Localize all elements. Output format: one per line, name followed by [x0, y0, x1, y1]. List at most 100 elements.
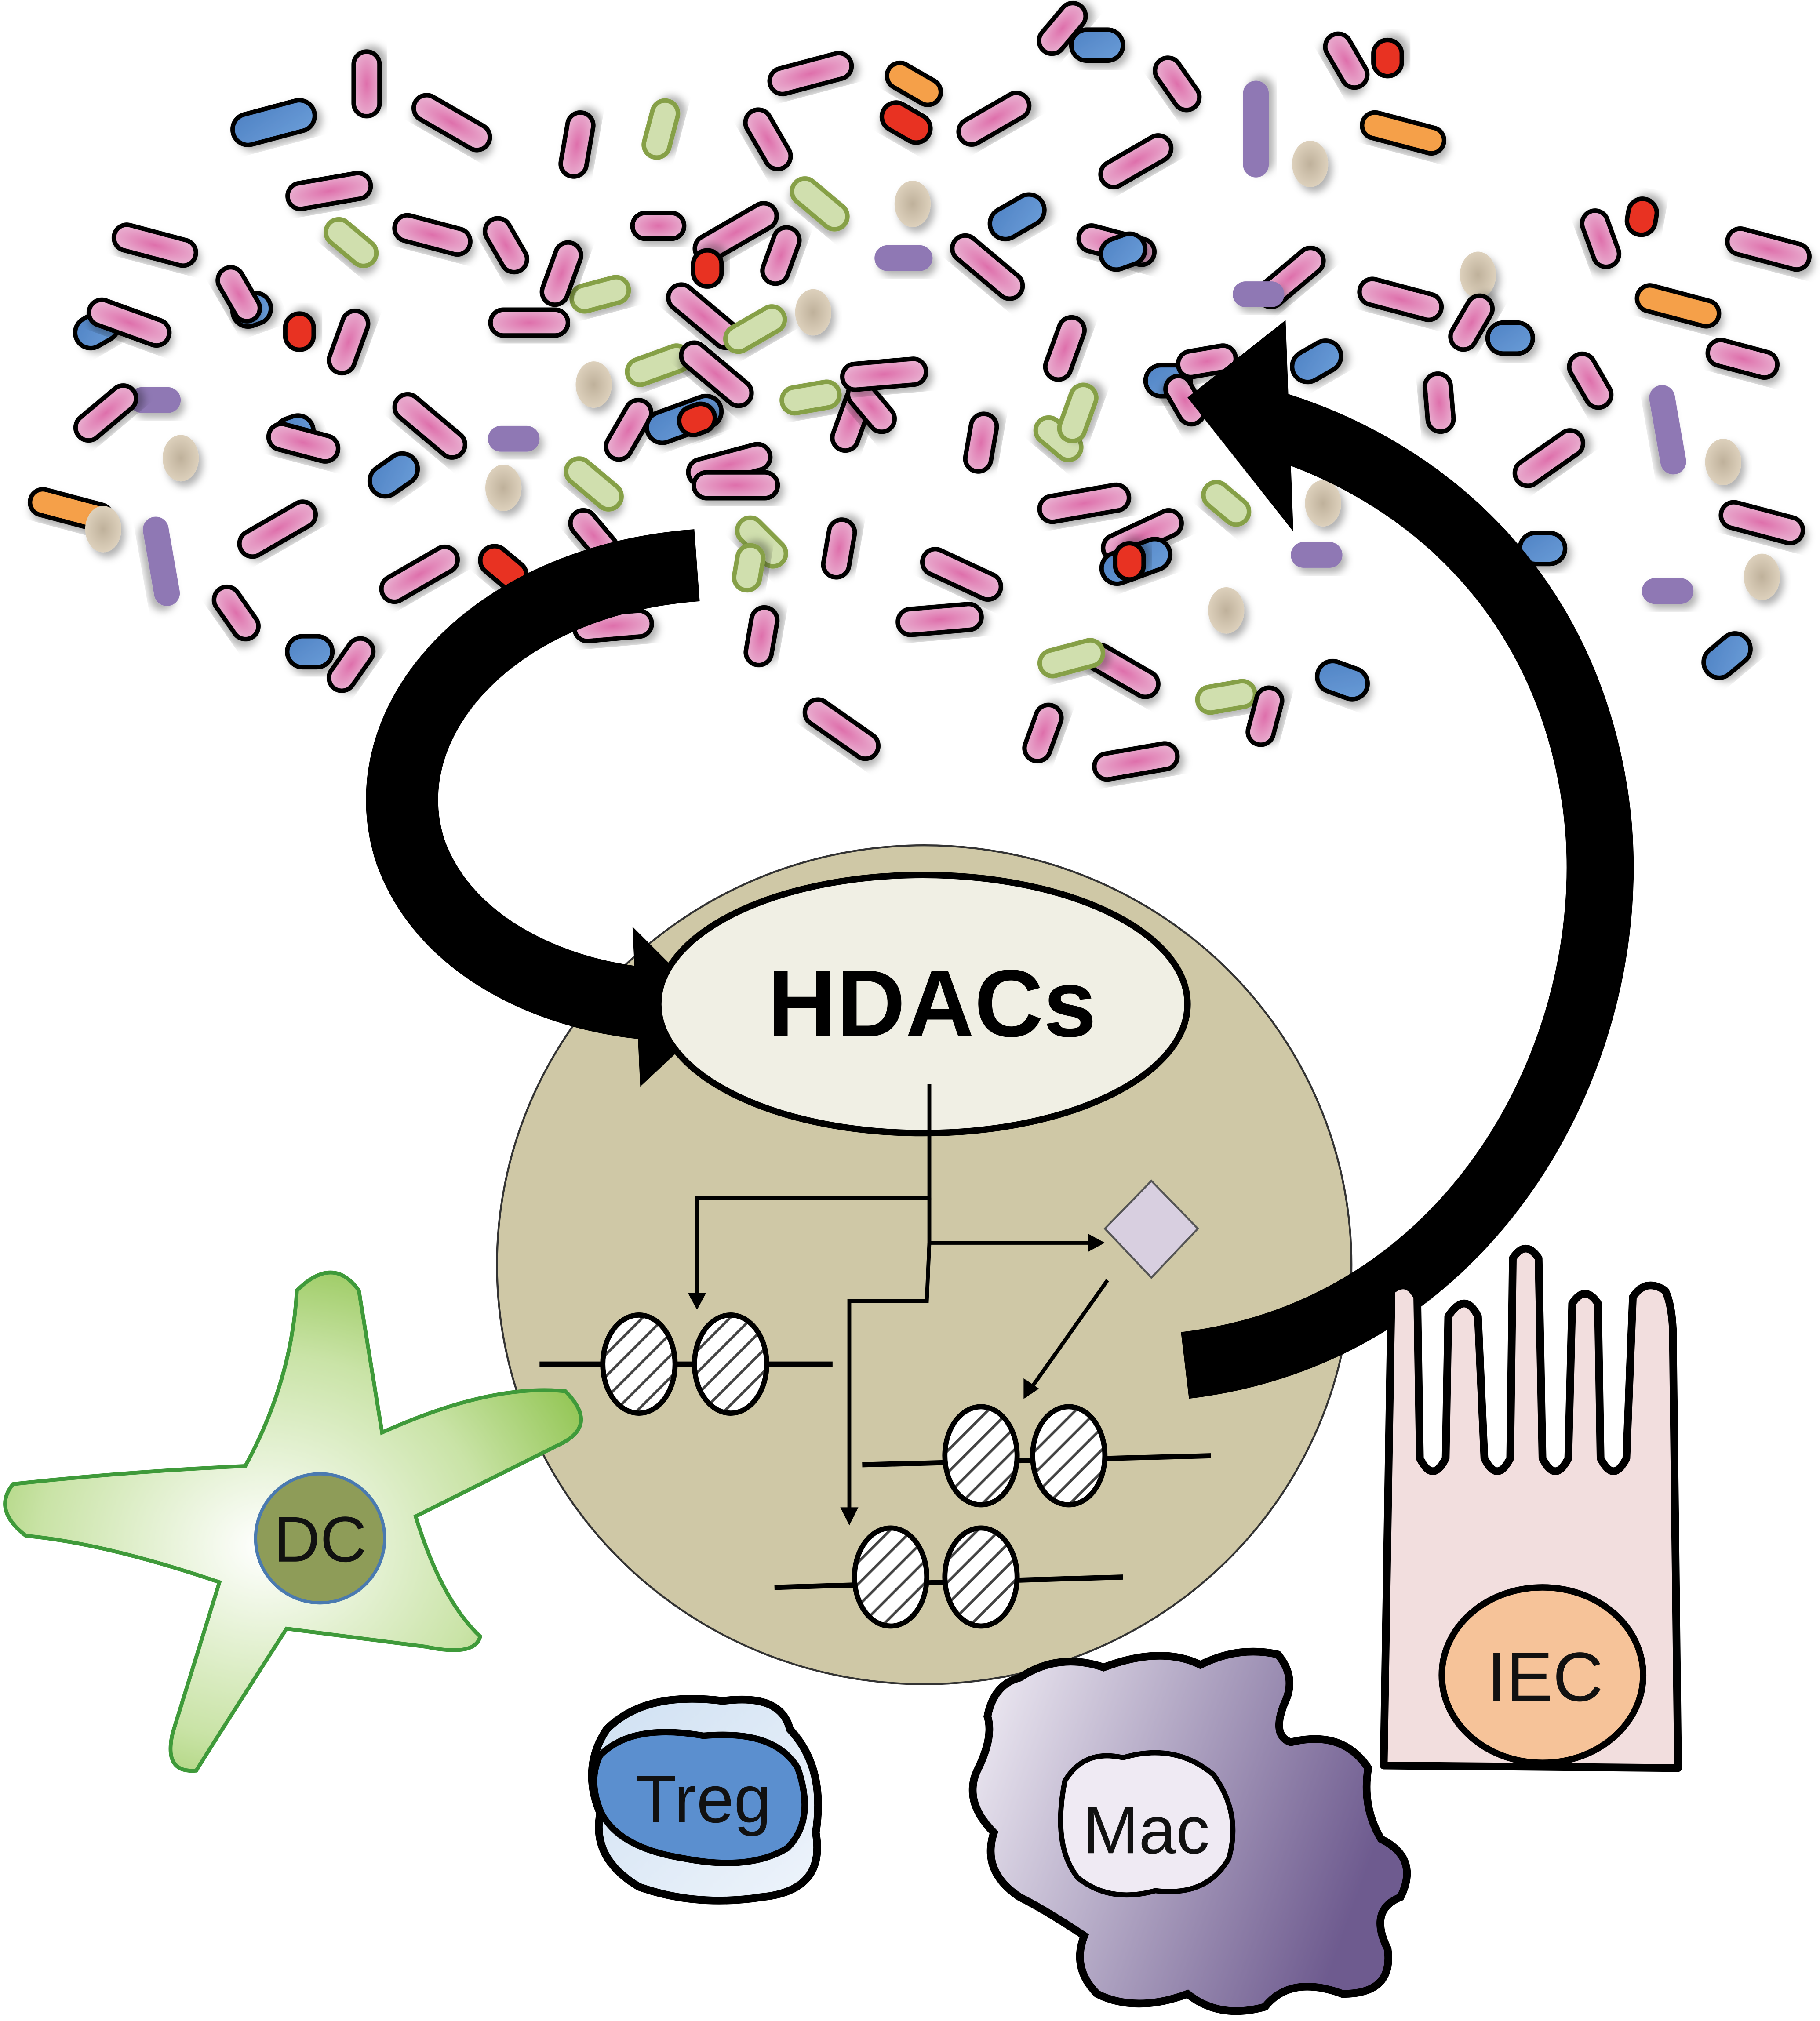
- violet-rod-bacterium: [1243, 80, 1269, 178]
- blue-rod-bacterium: [367, 451, 420, 499]
- pink-rod-bacterium: [327, 309, 371, 375]
- tan-coccus-bacterium: [894, 181, 931, 227]
- violet-rod-bacterium: [129, 387, 181, 413]
- treg-label: Treg: [636, 1762, 771, 1837]
- violet-rod-bacterium: [1642, 578, 1694, 604]
- blue-rod-bacterium: [1485, 320, 1535, 356]
- pink-rod-bacterium: [351, 49, 382, 119]
- hdacs-ellipse: [655, 872, 1191, 1137]
- red-rod-bacterium: [1371, 37, 1404, 79]
- blue-rod-bacterium: [1315, 658, 1370, 702]
- pink-rod-bacterium: [760, 225, 802, 286]
- red-rod-bacterium: [283, 311, 316, 352]
- pink-rod-bacterium: [1092, 741, 1180, 782]
- pink-rod-bacterium: [963, 411, 999, 474]
- pink-rod-bacterium: [1705, 338, 1780, 380]
- arrowheads: [688, 1233, 1105, 1526]
- pink-rod-bacterium: [1512, 428, 1585, 488]
- pink-rod-bacterium: [1323, 31, 1370, 90]
- pink-rod-bacterium: [1098, 133, 1174, 189]
- tan-coccus-bacterium: [162, 435, 199, 482]
- tan-coccus-bacterium: [1292, 141, 1329, 187]
- pink-rod-bacterium: [483, 216, 529, 275]
- green-rod-bacterium: [564, 456, 624, 512]
- violet-rod-bacterium: [142, 516, 180, 606]
- chromatin-1: [539, 1312, 833, 1416]
- blue-rod-bacterium: [1290, 338, 1343, 385]
- pink-rod-bacterium: [1245, 685, 1285, 747]
- dc-label: DC: [273, 1504, 367, 1576]
- iec-nucleus: [1438, 1584, 1647, 1767]
- pink-rod-bacterium: [840, 356, 928, 392]
- pink-rod-bacterium: [1580, 208, 1621, 269]
- nucleosome: [942, 1525, 1020, 1629]
- pink-rod-bacterium: [488, 307, 571, 338]
- pink-rod-bacterium: [950, 233, 1025, 301]
- violet-rod-bacterium: [1649, 385, 1686, 475]
- orange-rod-bacterium: [1360, 110, 1446, 156]
- nucleosome: [1030, 1404, 1108, 1508]
- pink-rod-bacterium: [1725, 226, 1812, 272]
- tan-coccus-bacterium: [1305, 480, 1341, 527]
- blue-rod-bacterium: [987, 192, 1047, 242]
- pink-rod-bacterium: [558, 110, 596, 179]
- nucleosome: [942, 1404, 1020, 1508]
- tan-coccus-bacterium: [485, 465, 522, 511]
- gut-microbiota: [28, 0, 1812, 782]
- tan-coccus-bacterium: [795, 289, 831, 336]
- hdacs-label: HDACs: [768, 950, 1096, 1057]
- red-rod-bacterium: [677, 401, 717, 437]
- blue-rod-bacterium: [1098, 231, 1148, 272]
- green-rod-bacterium: [324, 217, 379, 269]
- tan-coccus-bacterium: [575, 361, 612, 408]
- tan-coccus-bacterium: [1460, 251, 1496, 298]
- green-rod-bacterium: [569, 275, 631, 314]
- arrow-host-to-microbiota: [1181, 320, 1634, 1399]
- green-rod-bacterium: [732, 543, 766, 593]
- pink-rod-bacterium: [821, 517, 857, 580]
- pink-rod-bacterium: [1153, 55, 1202, 113]
- pink-rod-bacterium: [1176, 343, 1238, 379]
- violet-rod-bacterium: [874, 245, 933, 271]
- pink-rod-bacterium: [767, 51, 854, 96]
- violet-rod-bacterium: [1233, 281, 1285, 307]
- pink-rod-bacterium: [327, 636, 376, 693]
- orange-rod-bacterium: [885, 60, 943, 107]
- pink-rod-bacterium: [87, 297, 172, 348]
- pink-rod-bacterium: [411, 93, 492, 153]
- orange-rod-bacterium: [1634, 283, 1722, 329]
- red-rod-bacterium: [691, 248, 724, 289]
- tan-coccus-bacterium: [85, 505, 122, 553]
- blue-rod-bacterium: [285, 634, 335, 670]
- red-rod-bacterium: [879, 100, 933, 145]
- pink-rod-bacterium: [743, 107, 793, 171]
- tan-coccus-bacterium: [1744, 553, 1780, 600]
- green-rod-bacterium: [641, 98, 681, 160]
- green-rod-bacterium: [1057, 382, 1099, 443]
- treg-cell: Treg: [588, 1695, 822, 1905]
- violet-rod-bacterium: [488, 425, 540, 452]
- tan-coccus-bacterium: [1208, 587, 1245, 634]
- nucleosome: [692, 1312, 769, 1416]
- pink-rod-bacterium: [802, 697, 881, 761]
- pink-rod-bacterium: [956, 91, 1032, 147]
- pink-rod-bacterium: [266, 422, 341, 464]
- chromatin-3: [774, 1525, 1123, 1629]
- green-rod-bacterium: [1195, 679, 1257, 715]
- pink-rod-bacterium: [211, 585, 261, 642]
- pink-rod-bacterium: [392, 213, 473, 257]
- nucleosome: [852, 1525, 930, 1629]
- blue-rod-bacterium: [1069, 27, 1125, 63]
- pink-rod-bacterium: [1357, 276, 1444, 322]
- violet-rod-bacterium: [1291, 542, 1343, 568]
- pink-rod-bacterium: [1423, 371, 1456, 434]
- macrophage: Mac: [968, 1647, 1411, 2015]
- intestinal-epithelial-cell: IEC: [1380, 1245, 1682, 1772]
- tan-coccus-bacterium: [1705, 439, 1741, 485]
- pink-rod-bacterium: [630, 211, 687, 241]
- pink-rod-bacterium: [1567, 351, 1614, 410]
- pink-rod-bacterium: [112, 222, 198, 268]
- pink-rod-bacterium: [73, 383, 138, 443]
- dendritic-cell: DC: [3, 1270, 583, 1773]
- pink-rod-bacterium: [1718, 500, 1805, 545]
